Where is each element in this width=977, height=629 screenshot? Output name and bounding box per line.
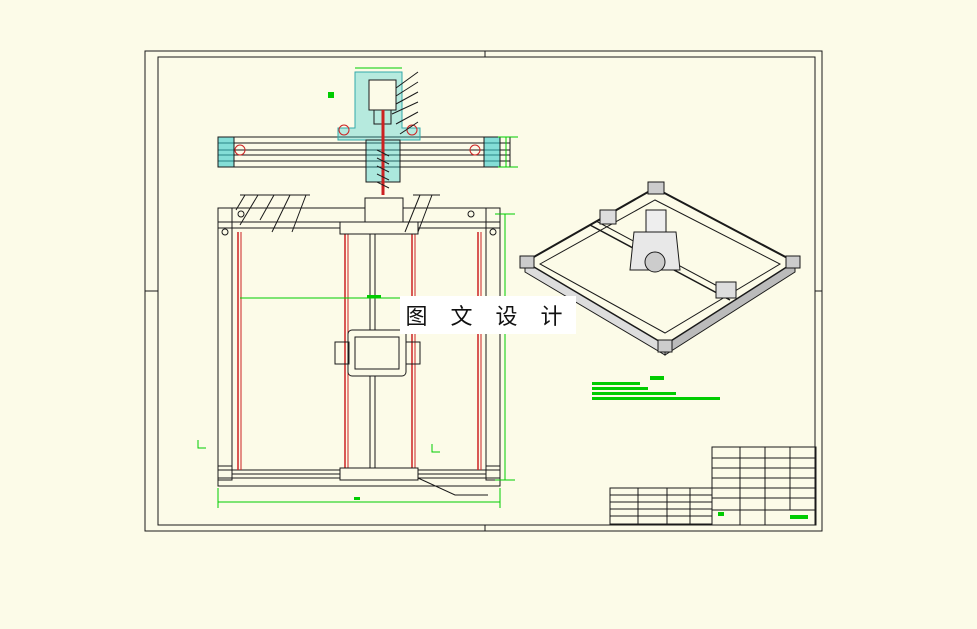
slider-block [715,281,737,299]
technical-notes [592,376,720,400]
corner-bracket [485,207,501,223]
bearing-circle [338,124,350,136]
corner-bracket [217,207,233,223]
section-arrow [197,440,206,449]
motor-3d [645,209,667,235]
frame-outer [217,207,501,487]
bearing-circle [406,124,418,136]
corner-bracket [217,465,233,481]
title-block [711,446,817,526]
isometric-view [519,181,801,356]
title-block-mark [790,515,808,519]
section-arrow [431,444,440,453]
screw-thread [376,149,390,189]
corner-block [785,255,801,269]
front-elevation-view [217,67,518,195]
notes-line [592,397,720,400]
dimension-text-mark [367,295,381,298]
leader-lines [417,477,488,496]
tool-head-clamp [334,341,350,365]
dimension-text-mark [354,497,360,500]
plan-view [197,194,515,508]
slider-block [599,209,617,225]
end-block-top [339,221,419,235]
bolt-circle [234,144,246,156]
parts-list-table [609,487,713,525]
tool-head-inner [354,336,400,370]
view-label-mark [328,92,334,98]
gantry-head [629,231,681,271]
corner-hole [237,210,245,218]
corner-block [657,339,673,353]
motor-body [368,79,397,111]
leader-lines [391,71,419,135]
frame-outline-inner [538,199,782,334]
tool-head-clamp [405,341,421,365]
end-cap-left [217,136,235,168]
bolt-circle [469,144,481,156]
end-cap-right [483,136,501,168]
notes-line [592,382,640,385]
rail-beam [217,136,511,168]
watermark-label: 图 文 设 计 [400,296,576,334]
corner-hole [221,228,229,236]
screw-gear [644,251,666,273]
corner-bracket [485,465,501,481]
notes-heading [650,376,664,380]
notes-line [592,392,676,395]
motor-block-top [364,197,404,223]
corner-block [647,181,665,195]
end-block-bottom [339,467,419,481]
corner-hole [489,228,497,236]
notes-line [592,387,648,390]
title-block-mark [718,512,724,516]
corner-hole [467,210,475,218]
leader-lines [235,194,440,233]
corner-block [519,255,535,269]
